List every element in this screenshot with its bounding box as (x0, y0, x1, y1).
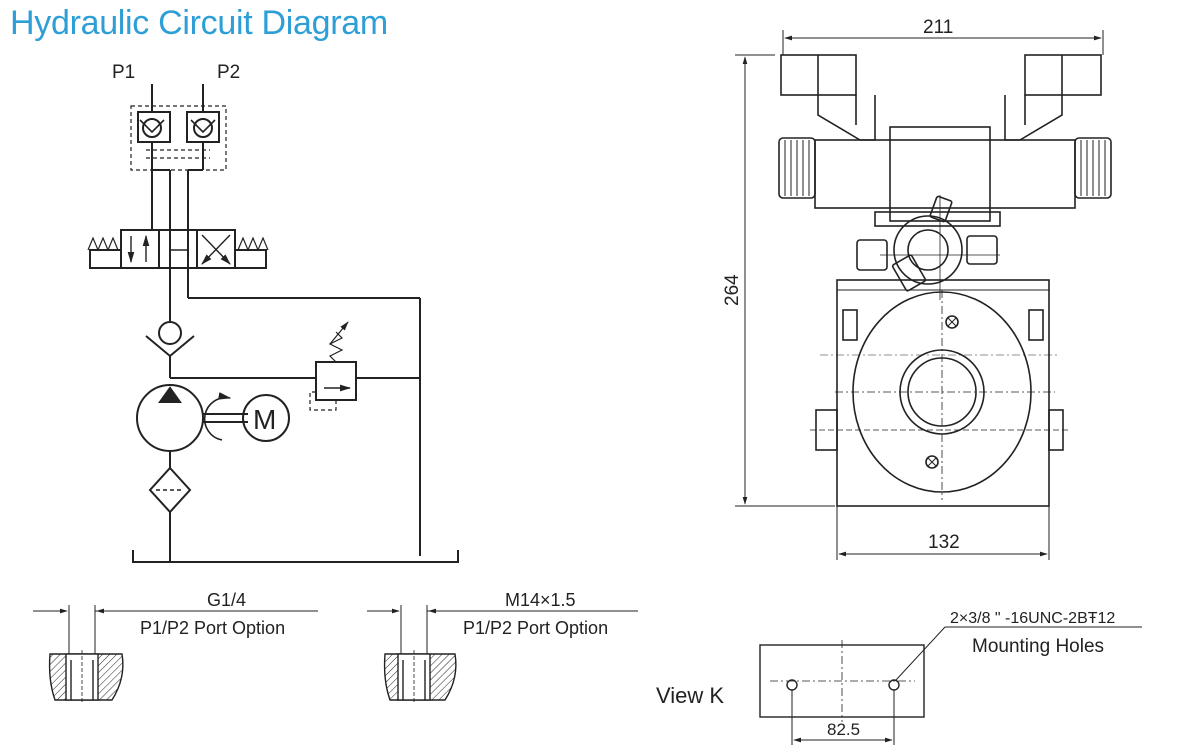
base-dimension: 132 (928, 532, 960, 553)
view-k-label: View K (656, 683, 724, 708)
reservoir-tank (132, 550, 459, 563)
hydraulic-pump (136, 384, 248, 452)
port-caption-m14: P1/P2 Port Option (463, 618, 608, 638)
mounting-hole-spec: 2×3/8 " -16UNC-2BŦ12 (950, 610, 1115, 627)
pilot-check-valve-group (130, 105, 227, 171)
hydraulic-circuit: P1 P2 (87, 62, 459, 563)
motor-label: M (253, 404, 276, 435)
relief-valve (170, 321, 420, 411)
width-dimension: 211 (923, 17, 953, 38)
electric-motor: M (242, 394, 290, 442)
directional-control-valve (87, 229, 269, 269)
hole-spacing-dimension: 82.5 (827, 720, 860, 739)
mounting-hole-caption: Mounting Holes (972, 636, 1104, 657)
inline-check-valve (145, 321, 195, 358)
port-thread-g14: G1/4 (207, 590, 246, 610)
view-k: View K 2×3/8 " -16UNC-2BŦ12 Mounting Hol… (656, 610, 1142, 745)
port-p1-label: P1 (112, 62, 135, 83)
height-dimension: 264 (722, 274, 743, 306)
suction-filter (148, 466, 192, 514)
power-unit-side-view: 211 264 (722, 17, 1112, 560)
port-option-m14: M14×1.5 P1/P2 Port Option (367, 590, 638, 704)
port-thread-m14: M14×1.5 (505, 590, 576, 610)
port-option-g14: G1/4 P1/P2 Port Option (33, 590, 318, 704)
page-title: Hydraulic Circuit Diagram (10, 4, 388, 42)
port-p2-label: P2 (217, 62, 240, 83)
port-caption-g14: P1/P2 Port Option (140, 618, 285, 638)
